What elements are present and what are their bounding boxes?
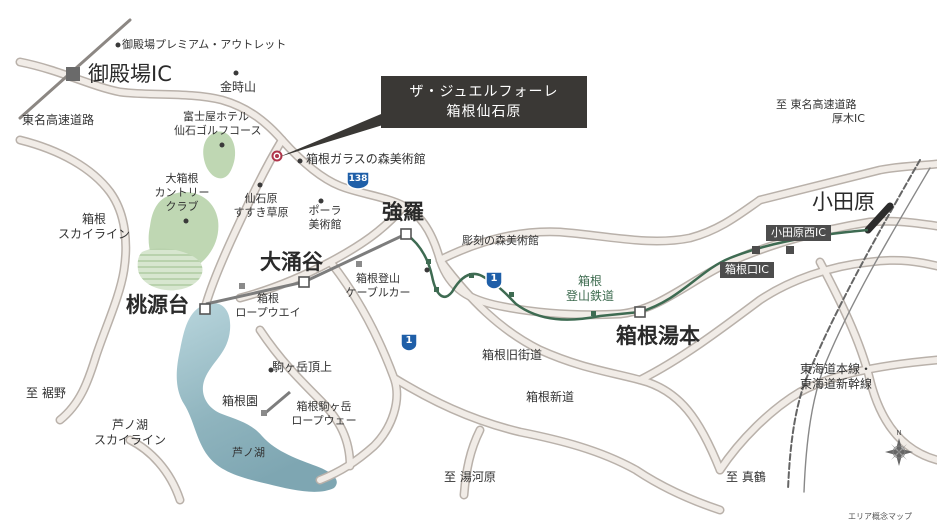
to-atsugi-line-1: 至 東名高速道路 — [776, 98, 857, 111]
ropeway-stations — [239, 261, 362, 416]
hakone-guchi-ic-label: 箱根口IC — [720, 262, 774, 278]
tomei-label: 東名高速道路 — [22, 113, 95, 127]
callout-pointer — [279, 112, 386, 157]
tozan-stations — [426, 259, 596, 316]
callout-line-1: ザ・ジュエルフォーレ — [409, 84, 559, 100]
to-susono-label: 至 裾野 — [26, 386, 66, 400]
gora-label: 強羅 — [382, 200, 424, 224]
komagatake-ropeway-label: 箱根駒ヶ岳 ロープウェー — [284, 400, 364, 428]
ropeway-line-2: ロープウエイ — [235, 306, 301, 319]
cable-car-label: 箱根登山 ケーブルカー — [340, 272, 416, 300]
gotemba-ic-label: 御殿場IC — [88, 62, 172, 86]
hakoneen-label: 箱根園 — [222, 394, 259, 408]
kintoki-label: 金時山 — [220, 80, 257, 94]
ohakone-line-1: 大箱根 — [165, 172, 199, 185]
grassland-area — [137, 248, 203, 291]
to-manazuru-label: 至 真鶴 — [726, 470, 766, 484]
cable-line-2: ケーブルカー — [345, 286, 411, 299]
sengokuhara-label: 仙石原 すすき草原 — [226, 192, 296, 220]
komarope-line-1: 箱根駒ヶ岳 — [296, 400, 352, 413]
glass-museum-label: 箱根ガラスの森美術館 — [306, 152, 426, 166]
fujiya-label: 富士屋ホテル 仙石ゴルフコース — [174, 110, 262, 138]
ic-marker-kuchi — [786, 246, 794, 254]
route-138-label: 138 — [348, 174, 368, 184]
poi-dots — [115, 42, 430, 373]
compass-rose-icon: N — [882, 428, 916, 468]
ohakone-line-3: クラブ — [165, 200, 199, 213]
odawara-label: 小田原 — [812, 190, 875, 214]
major-stations — [199, 228, 646, 318]
cable-line-1: 箱根登山 — [356, 272, 400, 285]
to-atsugi-label: 至 東名高速道路 厚木IC — [776, 98, 865, 126]
skyline-line-2: スカイライン — [57, 227, 130, 241]
sengoku-line-2: すすき草原 — [233, 206, 289, 219]
route-1-label-a: 1 — [490, 273, 498, 284]
ohakone-line-2: カントリー — [154, 186, 210, 199]
tozan-railway-label: 箱根 登山鉄道 — [548, 274, 632, 304]
pola-label: ポーラ 美術館 — [300, 204, 350, 232]
togendai-label: 桃源台 — [126, 293, 189, 317]
ropeway-line-1: 箱根 — [257, 292, 279, 305]
ropeway-label: 箱根 ロープウエイ — [230, 292, 306, 320]
map-caption: エリア概念マップ — [848, 512, 912, 521]
owakudani-label: 大涌谷 — [260, 250, 323, 274]
national-route-shield-icon: 1 — [399, 332, 419, 352]
callout-line-2: 箱根仙石原 — [446, 104, 522, 120]
pola-line-2: 美術館 — [308, 218, 342, 231]
hakone-skyline-label: 箱根 スカイライン — [52, 212, 136, 242]
ohakone-cc-label: 大箱根 カントリー クラブ — [152, 172, 212, 214]
ashi-sky-line-1: 芦ノ湖 — [111, 418, 148, 432]
tokaido-line-1: 東海道本線・ — [800, 362, 873, 376]
outlet-label: 御殿場プレミアム・アウトレット — [122, 38, 287, 51]
ashi-sky-line-2: スカイライン — [93, 433, 166, 447]
compass-north-label: N — [896, 429, 901, 437]
to-yugawara-label: 至 湯河原 — [444, 470, 496, 484]
komagatake-label: 駒ヶ岳頂上 — [272, 360, 333, 374]
chokoku-label: 彫刻の森美術館 — [462, 234, 539, 247]
hakone-yumoto-label: 箱根湯本 — [616, 324, 700, 348]
ashinoko-label: 芦ノ湖 — [232, 446, 265, 459]
pola-line-1: ポーラ — [308, 204, 342, 217]
tozan-line-1: 箱根 — [577, 274, 602, 288]
golf-area-upper — [203, 131, 236, 179]
lake-ashinoko — [176, 302, 337, 492]
fujiya-line-1: 富士屋ホテル — [183, 110, 249, 123]
national-route-shield-icon: 138 — [345, 170, 371, 190]
to-atsugi-line-2: 厚木IC — [832, 112, 865, 125]
odawara-nishi-ic-label: 小田原西IC — [766, 225, 831, 241]
route-1-label-b: 1 — [405, 335, 413, 346]
kyukaido-label: 箱根旧街道 — [482, 348, 543, 362]
property-callout[interactable]: ザ・ジュエルフォーレ 箱根仙石原 — [381, 76, 587, 128]
ic-marker-west — [752, 246, 760, 254]
tokaido-line-label: 東海道本線・ 東海道新幹線 — [800, 362, 872, 392]
square-marker-icon — [66, 67, 80, 81]
fujiya-line-2: 仙石ゴルフコース — [174, 124, 262, 137]
ashinoko-skyline-label: 芦ノ湖 スカイライン — [90, 418, 170, 448]
komarope-line-2: ロープウェー — [291, 414, 357, 427]
tozan-line-2: 登山鉄道 — [565, 289, 614, 303]
national-route-shield-icon: 1 — [484, 270, 504, 290]
shindo-label: 箱根新道 — [526, 390, 575, 404]
skyline-line-1: 箱根 — [81, 212, 106, 226]
sengoku-line-1: 仙石原 — [244, 192, 278, 205]
tokaido-line-2: 東海道新幹線 — [800, 377, 873, 391]
